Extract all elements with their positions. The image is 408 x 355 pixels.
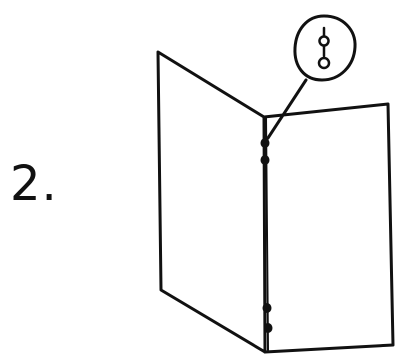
stitch-hole-icon — [261, 155, 270, 165]
stitch-hole-icon — [263, 303, 272, 313]
magnified-stitch-icon — [295, 16, 355, 80]
callout-leader-line — [268, 80, 306, 138]
stitch-hole-icon — [264, 323, 273, 333]
right-cover — [264, 104, 393, 352]
stitch-hole-icon — [261, 138, 270, 148]
left-cover — [158, 52, 265, 352]
